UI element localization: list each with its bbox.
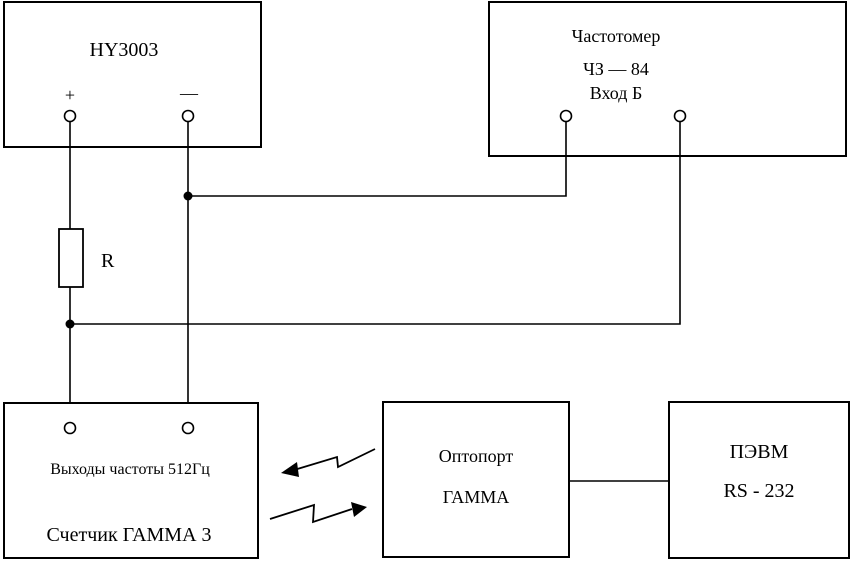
junction-node-minus <box>183 191 193 201</box>
power-supply-title: HY3003 <box>90 39 159 61</box>
frequency-meter-box <box>488 1 847 157</box>
frequency-meter-input: Вход Б <box>590 83 643 103</box>
pc-interface: RS - 232 <box>723 480 794 502</box>
optoport-title: Оптопорт <box>439 446 514 466</box>
frequency-meter-title: Частотомер <box>572 26 661 46</box>
meter-name-label: Счетчик ГАММА 3 <box>46 524 211 546</box>
wire-minus-to-freq-input-1 <box>188 122 567 197</box>
meter-terminal-2 <box>181 421 195 435</box>
frequency-meter-model: ЧЗ — 84 <box>583 59 649 79</box>
meter-outputs-label: Выходы частоты 512Гц <box>50 461 210 478</box>
pc-box <box>668 401 850 559</box>
power-supply-minus-label: — <box>179 83 199 103</box>
optoport-box <box>382 401 570 558</box>
optical-link-arrow-to-optoport <box>269 502 367 524</box>
optoport-subtitle: ГАММА <box>443 487 509 507</box>
frequency-meter-terminal-2 <box>673 109 687 123</box>
junction-node-resistor <box>65 319 75 329</box>
pc-title: ПЭВМ <box>730 441 789 463</box>
meter-box <box>3 402 259 559</box>
power-supply-minus-terminal <box>181 109 195 123</box>
resistor-symbol <box>58 228 84 288</box>
optical-link-arrow-to-meter <box>281 448 376 477</box>
resistor-label: R <box>101 250 115 272</box>
wire-resistor-node-to-freq-input-2 <box>70 122 681 325</box>
power-supply-plus-terminal <box>63 109 77 123</box>
power-supply-box <box>3 1 262 148</box>
frequency-meter-terminal-1 <box>559 109 573 123</box>
power-supply-plus-label: + <box>65 85 75 105</box>
meter-terminal-1 <box>63 421 77 435</box>
